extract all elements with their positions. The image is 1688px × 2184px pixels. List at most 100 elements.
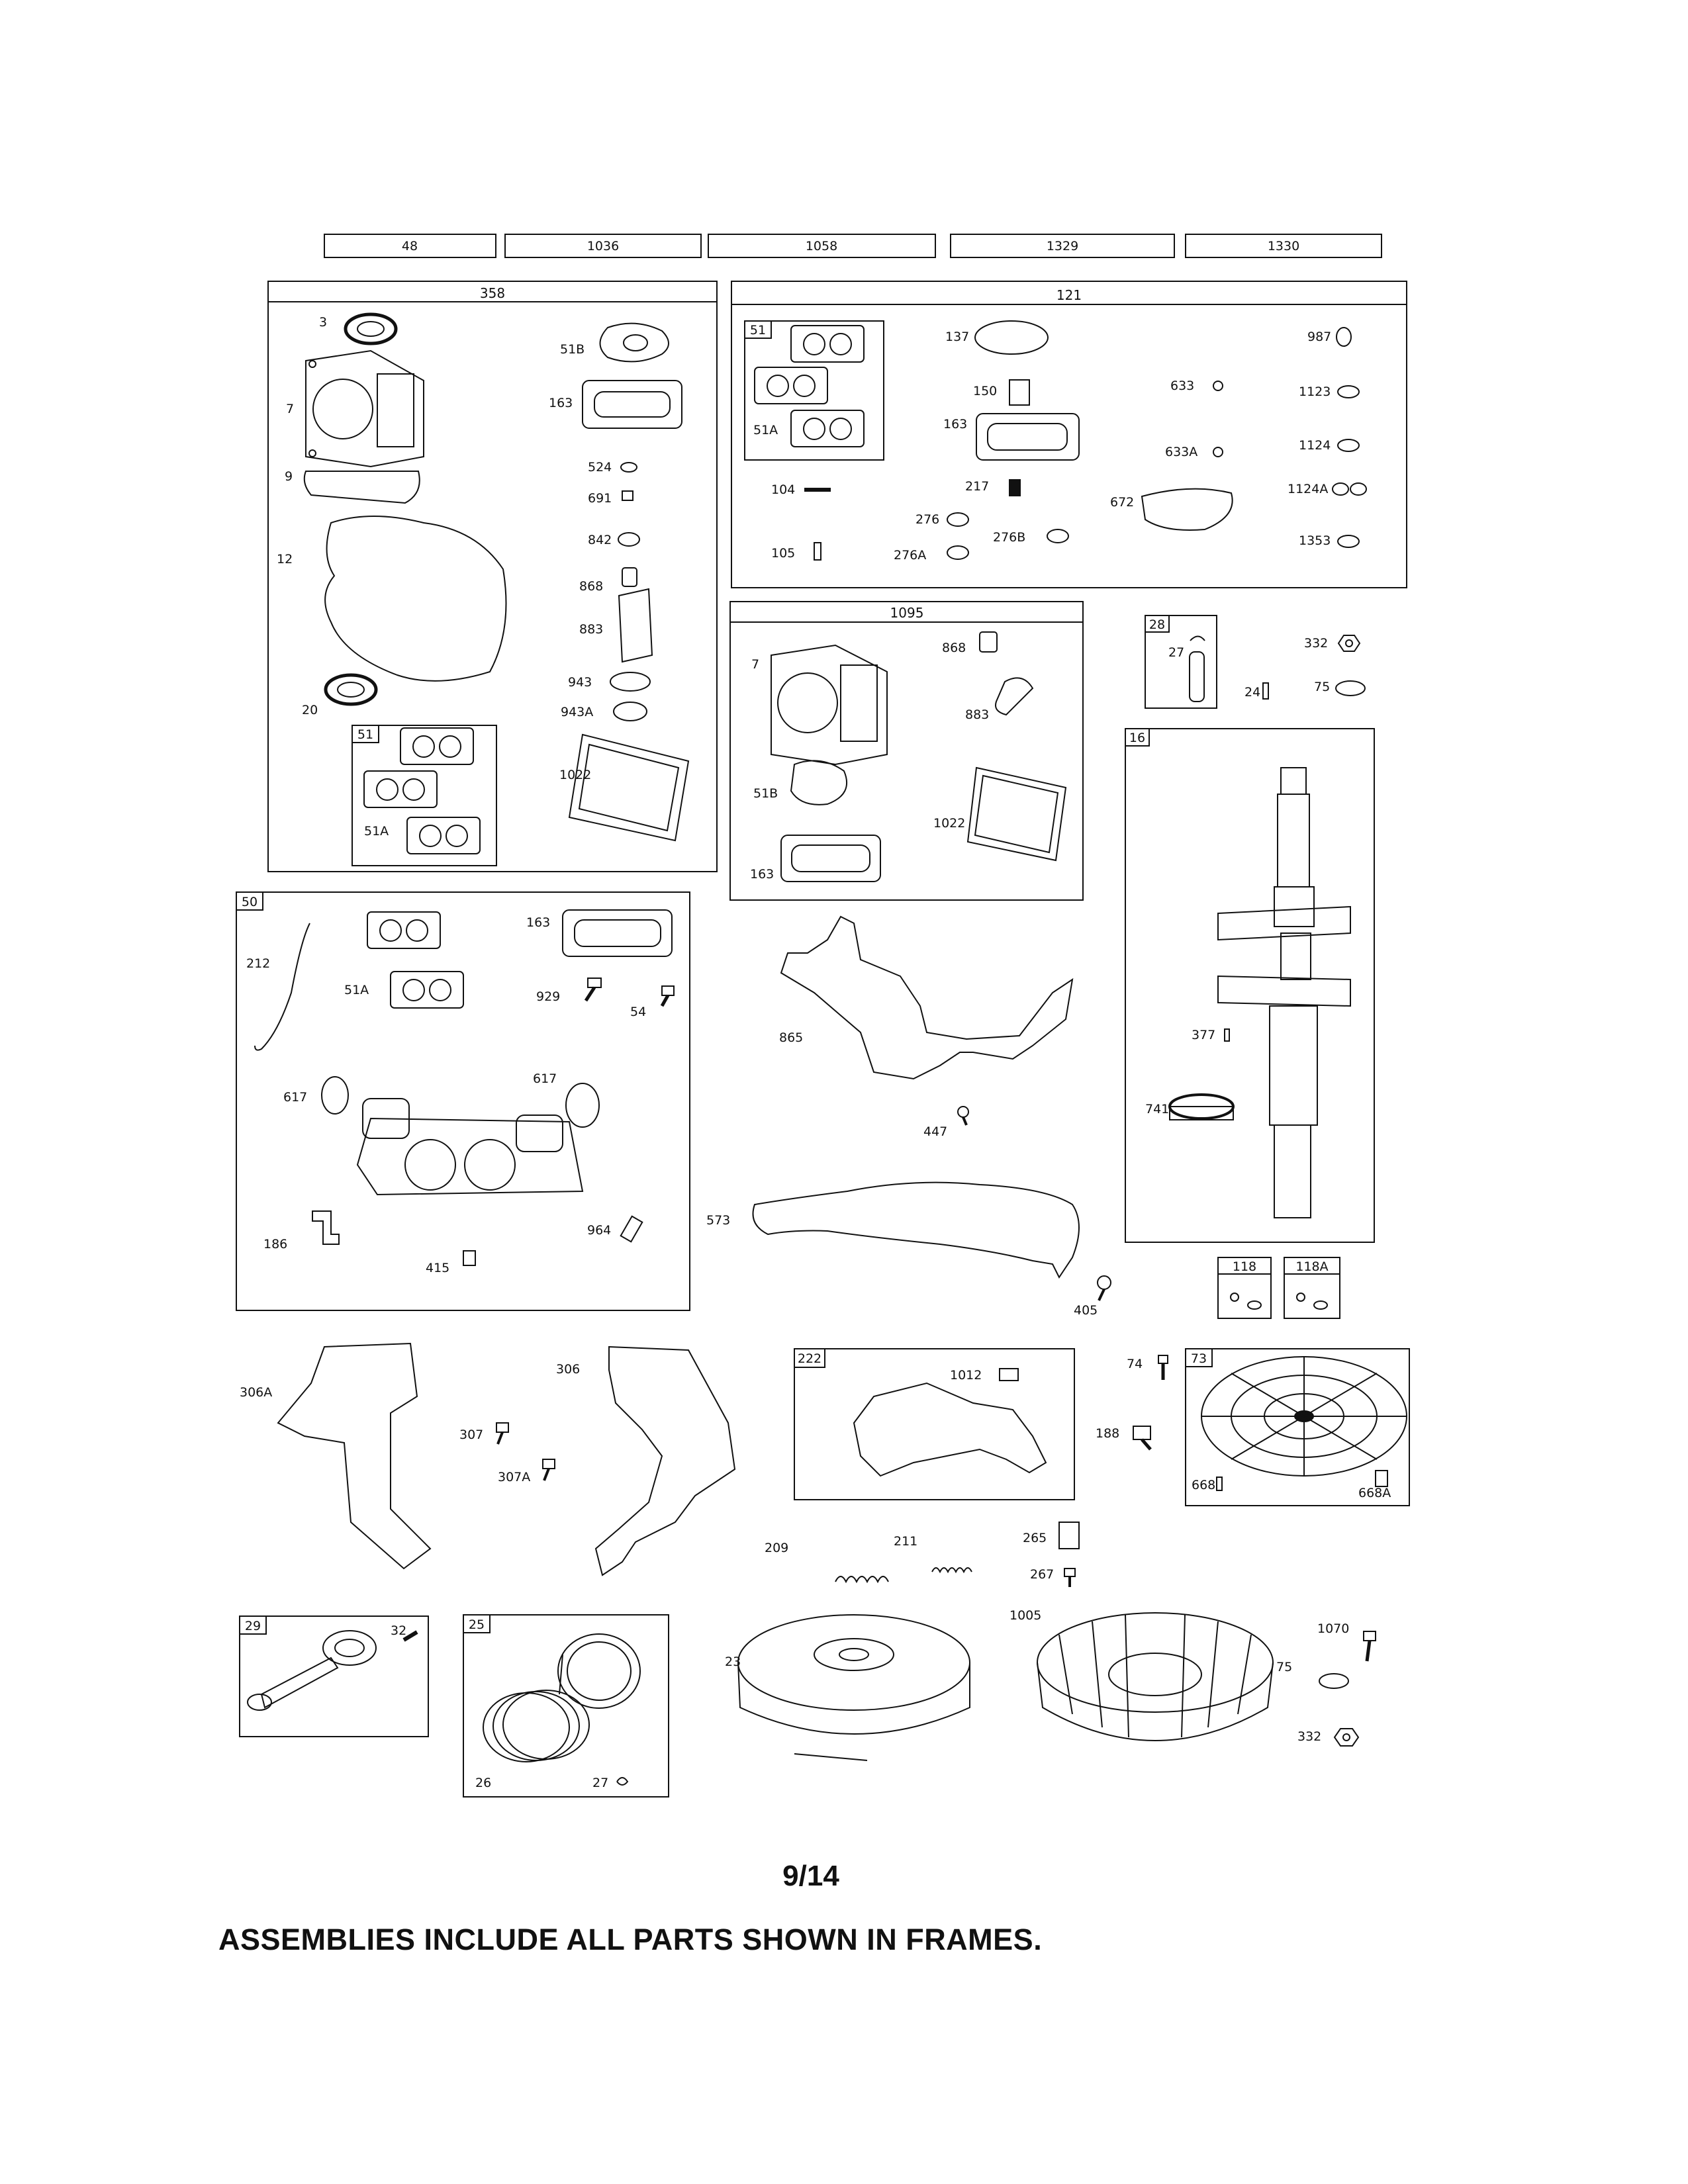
gasket-51a-50-part — [390, 971, 464, 1009]
label-276b: 276B — [993, 530, 1025, 545]
crankshaft-part — [1217, 767, 1351, 1218]
label-20: 20 — [302, 703, 318, 717]
frame-16: 16 — [1125, 728, 1375, 1243]
nut-633a-part — [1213, 447, 1223, 457]
elbow-186-part — [312, 1210, 340, 1245]
label-987: 987 — [1307, 330, 1331, 344]
screw-267-part — [1064, 1568, 1076, 1587]
bolt-307-part — [496, 1422, 509, 1445]
pin-668-part — [1216, 1477, 1223, 1491]
frame-1095: 1095 — [729, 601, 1084, 901]
label-51a-358: 51A — [364, 824, 389, 839]
label-26: 26 — [475, 1776, 491, 1790]
spring-209-part — [835, 1576, 889, 1584]
bracket-865-part — [780, 915, 1074, 1080]
label-209: 209 — [765, 1541, 788, 1555]
label-27-25: 27 — [592, 1776, 608, 1790]
label-163-1095: 163 — [750, 867, 774, 882]
label-868: 868 — [579, 579, 603, 594]
frame-title-118a: 118A — [1295, 1259, 1328, 1274]
oil-seal-part — [344, 312, 398, 345]
label-332b: 332 — [1297, 1729, 1321, 1744]
top-kit-1036: 1036 — [504, 234, 702, 258]
label-943: 943 — [568, 675, 592, 690]
label-307: 307 — [459, 1428, 483, 1442]
kit-label-48: 48 — [402, 239, 418, 253]
label-668: 668 — [1192, 1478, 1215, 1492]
label-415: 415 — [426, 1261, 449, 1275]
frame-title-16: 16 — [1129, 731, 1145, 745]
clip-27-part — [616, 1777, 629, 1786]
label-137: 137 — [945, 330, 969, 344]
label-163-121: 163 — [943, 417, 967, 432]
label-1124a: 1124A — [1288, 482, 1328, 496]
label-75b: 75 — [1276, 1660, 1292, 1674]
label-276a: 276A — [894, 548, 926, 563]
gasket-51b-1095-part — [790, 760, 847, 805]
spacer-868-part — [622, 567, 637, 587]
label-883-1095: 883 — [965, 707, 989, 722]
kit-label-1058: 1058 — [806, 239, 837, 253]
intake-gasket-part — [599, 322, 669, 363]
governor-control-part — [853, 1382, 1047, 1477]
label-617b: 617 — [533, 1071, 557, 1086]
seal-276-part — [947, 512, 969, 527]
intake-manifold-part — [356, 1098, 584, 1196]
seal-1123-part — [1337, 385, 1360, 398]
bolt-188-part — [1133, 1426, 1152, 1451]
piston-pin-part — [1189, 651, 1205, 702]
frame-title-50: 50 — [242, 895, 258, 909]
plate-150-part — [1009, 379, 1030, 406]
label-27-28: 27 — [1168, 645, 1184, 660]
piston-rings-part — [483, 1690, 590, 1762]
bolt-307a-part — [542, 1459, 555, 1481]
washer-75-part — [1335, 680, 1366, 696]
label-267: 267 — [1030, 1567, 1054, 1582]
bolt-1070-part — [1363, 1631, 1376, 1662]
seal-276b-part — [1047, 529, 1069, 543]
label-668a: 668A — [1358, 1486, 1391, 1500]
link-212-part — [254, 923, 310, 1051]
frame-51-in-121: 51 — [744, 320, 884, 461]
label-104: 104 — [771, 482, 795, 497]
spacer-868-1095-part — [979, 631, 998, 653]
head-gasket-part — [305, 349, 424, 468]
nut-633-part — [1213, 381, 1223, 391]
gasket-163-121-part — [976, 413, 1080, 461]
frame-51-left: 51 — [352, 725, 497, 866]
oring-137-part — [974, 320, 1049, 355]
frame-28: 28 — [1145, 615, 1217, 709]
label-51a-50: 51A — [344, 983, 369, 997]
label-51b: 51B — [560, 342, 585, 357]
label-217: 217 — [965, 479, 989, 494]
frame-222: 222 — [794, 1348, 1075, 1500]
label-1070: 1070 — [1317, 1621, 1349, 1636]
oring-617b-part — [565, 1083, 600, 1128]
label-633: 633 — [1170, 379, 1194, 393]
label-105: 105 — [771, 546, 795, 561]
label-186: 186 — [263, 1237, 287, 1251]
label-332: 332 — [1304, 636, 1328, 651]
frame-50: 50 — [236, 891, 690, 1311]
baffle-306-part — [594, 1345, 736, 1576]
frame-title-73: 73 — [1191, 1351, 1207, 1366]
seal-1124a-part — [1332, 482, 1367, 496]
connecting-rod-part — [247, 1630, 377, 1711]
gasket-883-part — [618, 588, 653, 663]
label-51b-1095: 51B — [753, 786, 778, 801]
gasket-1022-part — [568, 733, 690, 842]
gear-741-part — [1168, 1093, 1235, 1120]
label-964: 964 — [587, 1223, 611, 1238]
bolt-32-part — [402, 1630, 418, 1642]
label-163-50: 163 — [526, 915, 550, 930]
bolt-405-part — [1097, 1275, 1111, 1301]
screw-74-part — [1158, 1355, 1168, 1380]
cable-clamp-1012-part — [999, 1368, 1019, 1381]
frame-title-28: 28 — [1149, 617, 1165, 632]
frame-title-29: 29 — [245, 1619, 261, 1633]
piston-part — [557, 1633, 641, 1709]
kit-label-1329: 1329 — [1047, 239, 1078, 253]
label-32: 32 — [391, 1623, 406, 1638]
label-377: 377 — [1192, 1028, 1215, 1042]
label-741: 741 — [1145, 1102, 1169, 1116]
